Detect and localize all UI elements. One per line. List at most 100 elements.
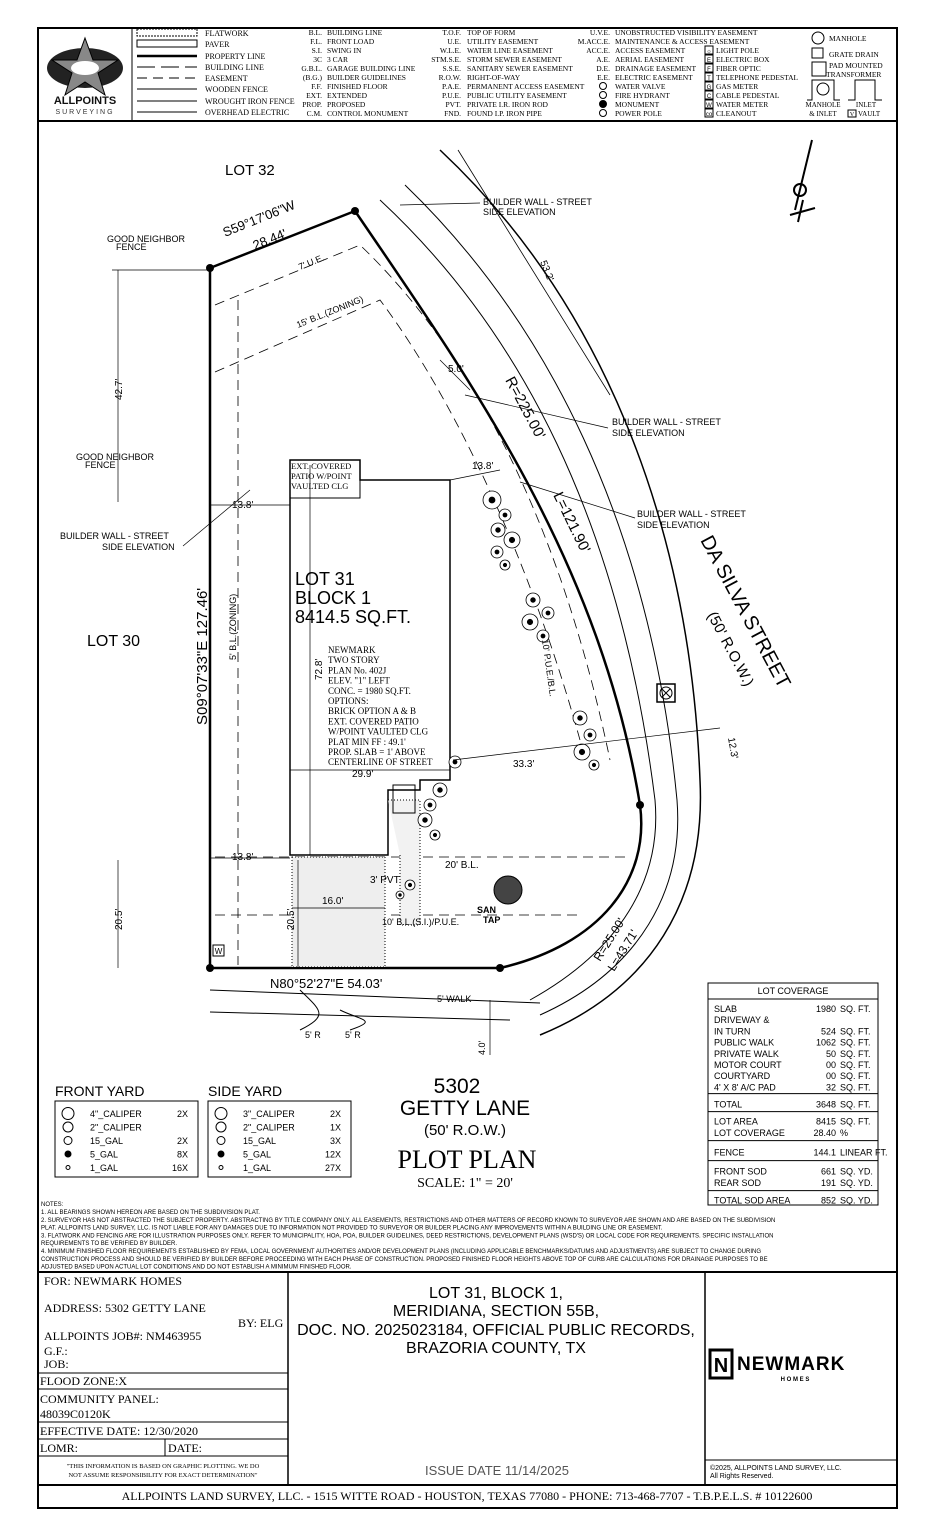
builder-wall-sub-2: SIDE ELEVATION	[612, 428, 685, 438]
legend-abbr: E.E.	[597, 73, 610, 82]
legend-symbol-icon	[704, 90, 714, 100]
bearing-bottom: N80°52'27"E 54.03'	[270, 976, 382, 991]
transformer-icon	[811, 61, 827, 77]
house-note-line: PLAN No. 402J	[328, 665, 387, 675]
legend-line-0: FLATWORK	[136, 28, 249, 38]
builder-wall-label-4: BUILDER WALL - STREET	[60, 531, 169, 541]
legend-symbol-label: CABLE PEDESTAL	[716, 91, 780, 100]
plant-size: 15_GAL	[90, 1136, 123, 1146]
legend-symbol-label: WATER METER	[716, 100, 768, 109]
brand-sub: H O M E S	[781, 1377, 810, 1383]
legend-symbol-icon	[704, 99, 714, 109]
legend-abbr: ACC.E.	[586, 46, 610, 55]
legend-abbr: S.I.	[312, 46, 323, 55]
building-line-5-label: 5' B.L.(ZONING)	[228, 594, 238, 660]
coverage-sod-value: 661	[821, 1167, 836, 1177]
gf-field: G.F.:	[44, 1344, 68, 1358]
house-note-line: NEWMARK	[328, 645, 376, 655]
legend-manhole-inlet: MANHOLE	[806, 101, 841, 109]
legend-abbr: U.E.	[447, 37, 461, 46]
utility-easement-label: 7' U.E.	[297, 253, 326, 272]
coverage-row-label: PRIVATE WALK	[714, 1049, 779, 1059]
legend-abbr-meaning: BUILDER GUIDELINES	[327, 73, 406, 82]
vault-icon	[847, 109, 857, 118]
plant-count: 1X	[330, 1123, 341, 1133]
house-note-line: CONC. = 1980 SQ.FT.	[328, 686, 411, 696]
plant-size: 2"_CALIPER	[243, 1123, 295, 1133]
distance-top: 28.44'	[251, 226, 289, 253]
legend-abbr: PROP.	[302, 100, 322, 109]
plant-size: 2"_CALIPER	[90, 1123, 142, 1133]
legend-symbol-glyph: co	[706, 112, 713, 118]
plant-size: 1_GAL	[243, 1163, 271, 1173]
coverage-area-unit: %	[840, 1128, 848, 1138]
coverage-fence-label: FENCE	[714, 1148, 745, 1158]
plant-symbol-icon	[64, 1150, 72, 1158]
plant-symbol-icon	[214, 1107, 228, 1120]
legend-symbol-glyph: E	[707, 58, 711, 64]
plant-size: 5_GAL	[243, 1150, 271, 1160]
note-line: CONSTRUCTION PROCESS AND SHOULD BE VERIF…	[41, 1257, 768, 1263]
legend-abbr: F.F.	[311, 82, 322, 91]
legend-symbol-glyph: W	[706, 103, 712, 109]
house-note-line: W/POINT VAULTED CLG	[328, 727, 429, 737]
coverage-row-unit: SQ. FT.	[840, 1049, 871, 1059]
legend-line-1: PAVER	[136, 39, 230, 49]
legend-abbr: FND.	[444, 109, 461, 118]
allpoints-logo: ALLPOINTS SURVEYING	[47, 36, 123, 116]
builder-wall-label-3: BUILDER WALL - STREET	[637, 509, 746, 519]
legend-abbr-meaning: WATER LINE EASEMENT	[467, 46, 553, 55]
dimension-5-0: 5.0'	[448, 364, 464, 375]
coverage-row-value: 1980	[816, 1004, 836, 1014]
good-neighbor-fence-label-2: GOOD NEIGHBOR	[76, 452, 155, 462]
north-arrow-icon	[789, 139, 816, 223]
legend-line-6: WROUGHT IRON FENCE	[137, 97, 295, 106]
bearing-top: S59°17'06"W	[221, 197, 298, 240]
coverage-fence-unit: LINEAR FT.	[840, 1148, 888, 1158]
tap-label: TAP	[483, 915, 500, 925]
legend-line-label: WROUGHT IRON FENCE	[205, 97, 295, 106]
manhole-legend-icon	[811, 31, 825, 45]
coverage-area-value: 28.40	[813, 1128, 836, 1138]
legend-abbr: C.M.	[307, 109, 323, 118]
legend-line-label: EASEMENT	[205, 74, 248, 83]
note-line: ADJUSTED BASED UPON ACTUAL LOT CONDITION…	[41, 1265, 352, 1271]
coverage-sod-unit: SQ. YD.	[840, 1167, 873, 1177]
patio-label-3: VAULTED CLG	[291, 481, 348, 491]
legend-abbr-meaning: 3 CAR	[327, 55, 348, 64]
coverage-heading: LOT COVERAGE	[758, 986, 829, 996]
coverage-row-value: 32	[826, 1082, 836, 1092]
notes: NOTES:1. ALL BEARINGS SHOWN HEREON ARE B…	[41, 1202, 775, 1271]
plant-count: 2X	[177, 1136, 188, 1146]
legend-symbol-label: TELEPHONE PEDESTAL	[716, 73, 799, 82]
coverage-sod-total-value: 852	[821, 1196, 836, 1206]
coverage-row-label: 4' X 8' A/C PAD	[714, 1082, 776, 1092]
dimension-72-8: 72.8'	[314, 659, 325, 680]
legend-abbr-meaning: RIGHT-OF-WAY	[467, 73, 521, 82]
coverage-row-unit: SQ. FT.	[840, 1071, 871, 1081]
legend-symbol-icon	[599, 91, 607, 99]
address-number: 5302	[434, 1075, 481, 1098]
house-note-line: ELEV. "1" LEFT	[328, 676, 390, 686]
radius-5-b: 5' R	[345, 1030, 361, 1040]
coverage-row-label: PUBLIC WALK	[714, 1038, 774, 1048]
legend-symbol-glyph: ☼	[706, 49, 712, 55]
legend-and-inlet: & INLET	[809, 110, 837, 118]
coverage-row-unit: SQ. FT.	[840, 1082, 871, 1092]
legend-line-label: PAVER	[205, 40, 230, 49]
water-meter-label: W	[215, 947, 223, 956]
job-number: ALLPOINTS JOB#: NM463955	[44, 1329, 201, 1343]
address-row: (50' R.O.W.)	[424, 1122, 506, 1139]
legend-line-7: OVERHEAD ELECTRIC	[137, 108, 289, 117]
plant-count: 8X	[177, 1150, 188, 1160]
legend-symbol-icon	[599, 82, 607, 90]
coverage-sod-label: REAR SOD	[714, 1178, 762, 1188]
dimension-lines	[112, 202, 721, 1055]
legend-abbr: F.L.	[310, 37, 322, 46]
coverage-row-label: DRIVEWAY &	[714, 1015, 769, 1025]
legend-abbr: T.O.F.	[442, 28, 461, 37]
coverage-area-value: 8415	[816, 1117, 836, 1127]
yard-heading: FRONT YARD	[55, 1083, 144, 1099]
